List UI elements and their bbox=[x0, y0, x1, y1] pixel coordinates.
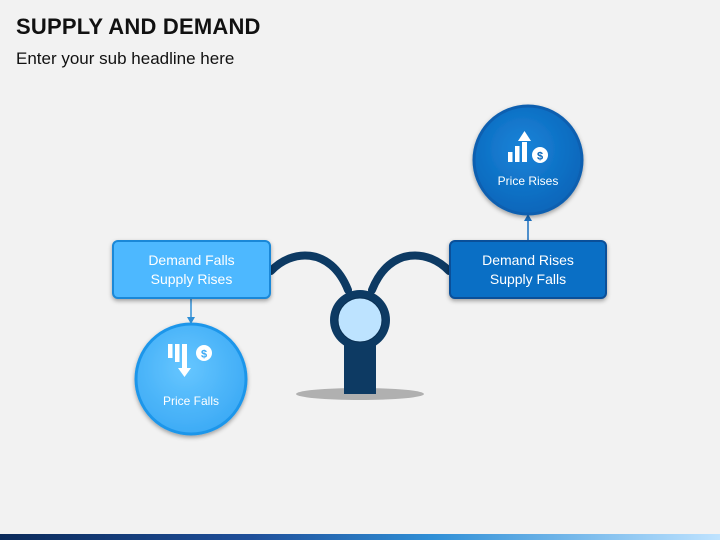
svg-text:$: $ bbox=[201, 349, 207, 361]
demand-rises-box: Demand Rises Supply Falls bbox=[449, 240, 607, 299]
right-connector-arrowhead bbox=[524, 214, 532, 221]
demand-rises-line: Demand Rises bbox=[482, 251, 574, 268]
footer-strip bbox=[0, 534, 720, 540]
svg-text:$: $ bbox=[537, 151, 543, 163]
left-arc bbox=[267, 251, 352, 294]
right-arc bbox=[368, 251, 453, 294]
price-rises-circle bbox=[472, 104, 584, 216]
price-rises-icon: $ bbox=[508, 131, 548, 163]
demand-falls-box: Demand Falls Supply Rises bbox=[112, 240, 271, 299]
left-connector-arrowhead bbox=[187, 317, 195, 324]
center-lens bbox=[337, 297, 383, 343]
demand-falls-line: Demand Falls bbox=[148, 251, 235, 268]
supply-falls-line: Supply Falls bbox=[489, 270, 567, 287]
price-falls-icon: $ bbox=[168, 344, 212, 377]
page-title: SUPPLY AND DEMAND bbox=[16, 14, 261, 39]
supply-rises-line: Supply Rises bbox=[150, 270, 233, 287]
page-subtitle: Enter your sub headline here bbox=[16, 49, 235, 68]
price-rises-label: Price Rises bbox=[497, 174, 559, 188]
price-falls-circle bbox=[134, 322, 248, 436]
price-falls-label: Price Falls bbox=[162, 394, 219, 408]
